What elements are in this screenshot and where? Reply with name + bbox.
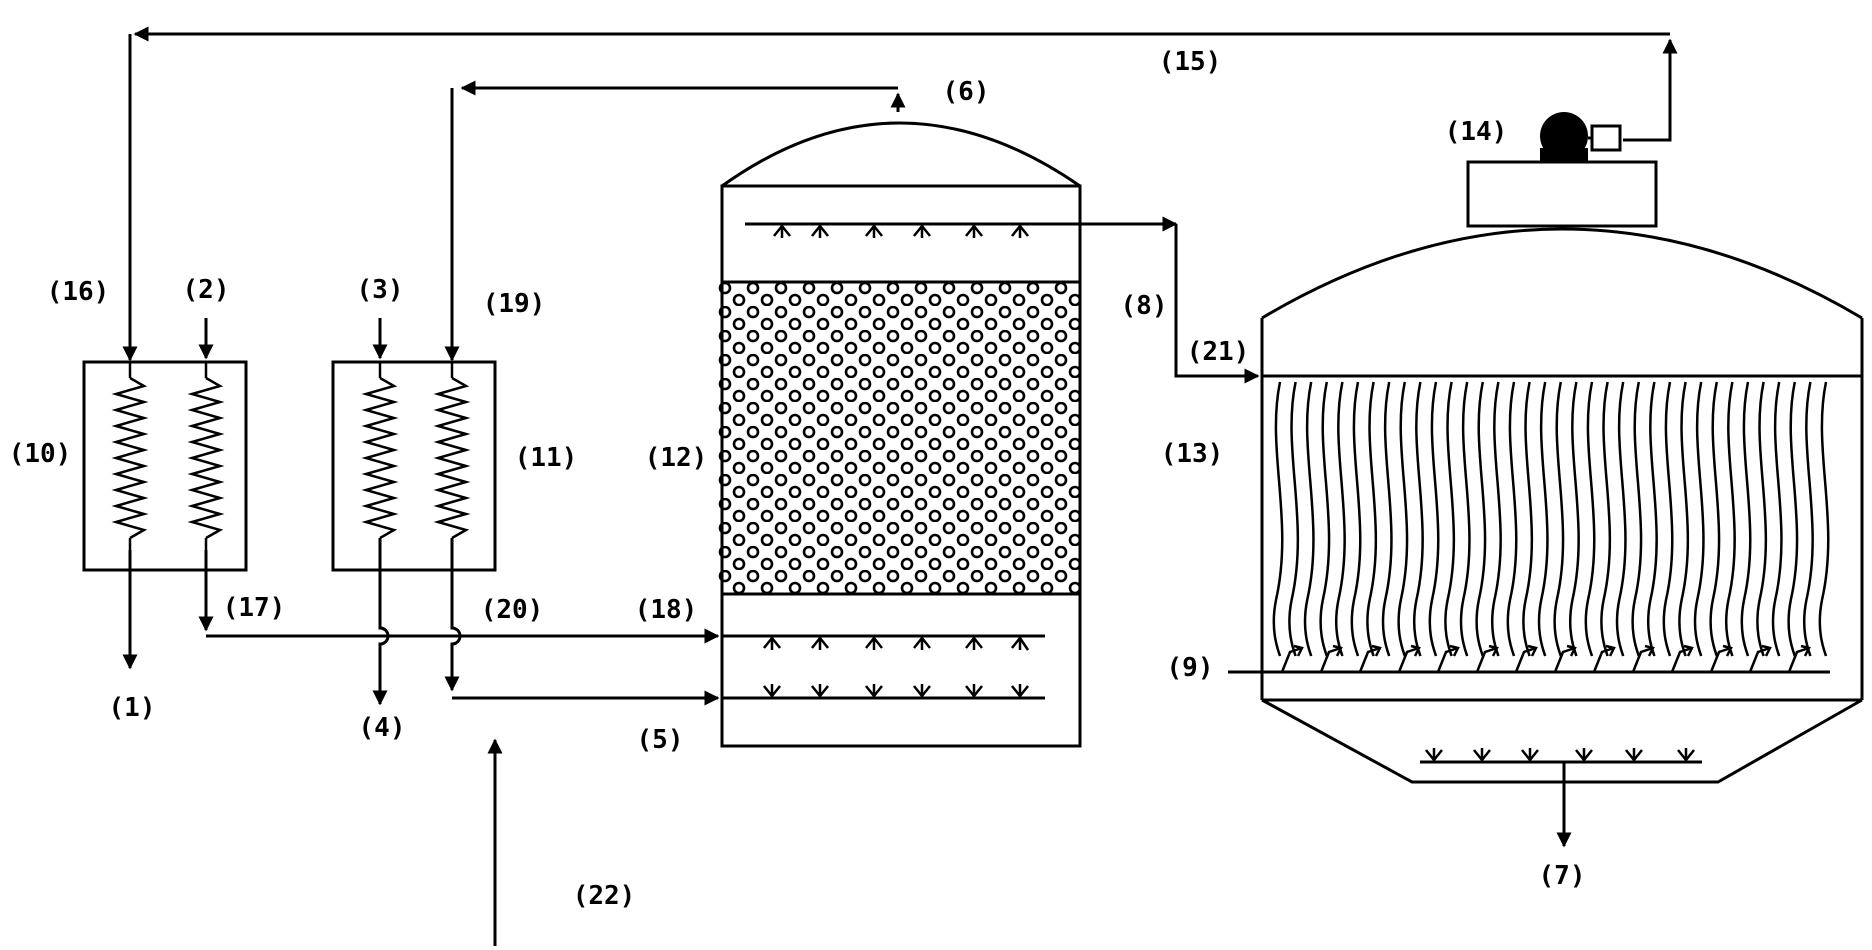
fiber-strand [1444, 381, 1456, 657]
label-21: (21) [1187, 337, 1250, 367]
label-9: (9) [1167, 653, 1214, 683]
spray-nozzle-icon [763, 635, 1030, 651]
fiber-strand [1553, 381, 1565, 657]
label-6: (6) [943, 77, 990, 107]
label-1: (1) [109, 693, 156, 723]
fiber-strand [1334, 381, 1346, 657]
aerator-nozzle-icon [1709, 644, 1733, 673]
label-8: (8) [1121, 291, 1168, 321]
fiber-strand [1288, 381, 1300, 657]
fiber-strand [1600, 381, 1612, 657]
aerator-nozzle-icon [1358, 644, 1382, 673]
label-2: (2) [183, 275, 230, 305]
aerator-nozzle-icon [1787, 644, 1811, 673]
blower-motor-icon [1540, 112, 1622, 162]
ring-packing-icon [718, 282, 1080, 594]
fiber-strand [1740, 381, 1752, 657]
aerator-nozzle-icon [1631, 644, 1655, 673]
aerator-nozzle-icon [1670, 644, 1694, 673]
fiber-strand [1709, 381, 1721, 657]
fiber-strand [1366, 381, 1378, 657]
aerator-nozzle-icon [1280, 644, 1304, 673]
fiber-strand [1787, 381, 1799, 657]
label-13: (13) [1161, 439, 1224, 469]
fiber-strand [1459, 381, 1471, 657]
aerator-nozzle-icon [1319, 644, 1343, 673]
fiber-strand [1756, 381, 1768, 657]
fiber-strand [1584, 381, 1596, 657]
fiber-strand [1506, 381, 1518, 657]
label-3: (3) [357, 275, 404, 305]
fiber-strand [1272, 381, 1284, 657]
recycle-line-15 [122, 26, 1678, 362]
label-20: (20) [481, 595, 544, 625]
spray-nozzle-icon [773, 223, 1029, 238]
fiber-strand [1693, 381, 1705, 657]
fiber-strand [1381, 381, 1393, 657]
zigzag-coil-icon [433, 376, 471, 540]
label-4: (4) [359, 713, 406, 743]
heat-exchanger-11 [331, 360, 497, 572]
aerator-nozzle-icon [1475, 644, 1499, 673]
fiber-strand [1802, 381, 1814, 657]
label-5: (5) [637, 725, 684, 755]
fiber-strand [1631, 381, 1643, 657]
fiber-strand [1397, 381, 1409, 657]
aerator-nozzle-icon [1397, 644, 1421, 673]
label-16: (16) [47, 277, 110, 307]
label-15: (15) [1159, 47, 1222, 77]
label-14: (14) [1445, 117, 1508, 147]
aerator-nozzle-icon [1553, 644, 1577, 673]
label-11: (11) [515, 443, 578, 473]
overhead-line-19 [444, 80, 906, 362]
aerator-nozzle-icon [1748, 644, 1772, 673]
zigzag-coil-icon [187, 376, 225, 540]
label-10: (10) [9, 439, 72, 469]
aerator-nozzle-icon [1592, 644, 1616, 673]
fiber-strand [1771, 381, 1783, 657]
spray-nozzle-icon [1425, 748, 1695, 763]
aerator-nozzle-icon [1514, 644, 1538, 673]
fiber-strand [1724, 381, 1736, 657]
fiber-strand [1412, 381, 1424, 657]
label-17: (17) [223, 593, 286, 623]
label-7: (7) [1539, 861, 1586, 891]
fiber-strand [1350, 381, 1362, 657]
fiber-strand [1615, 381, 1627, 657]
aerator-nozzle-row [1280, 644, 1811, 673]
fiber-vessel-13 [1228, 160, 1864, 848]
fiber-strand [1522, 381, 1534, 657]
label-12: (12) [645, 443, 708, 473]
fiber-strand [1646, 381, 1658, 657]
fiber-strand [1490, 381, 1502, 657]
fiber-strand [1428, 381, 1440, 657]
fiber-strand [1475, 381, 1487, 657]
zigzag-coil-icon [361, 376, 399, 540]
fiber-strand [1303, 381, 1315, 657]
spray-nozzle-icon [763, 684, 1029, 699]
heat-exchanger-10 [82, 360, 248, 572]
fiber-strand [1662, 381, 1674, 657]
fiber-strand [1818, 381, 1830, 657]
label-22: (22) [573, 881, 636, 911]
label-18: (18) [635, 595, 698, 625]
zigzag-coil-icon [111, 376, 149, 540]
fiber-strand [1568, 381, 1580, 657]
fiber-strand [1537, 381, 1549, 657]
wavy-fiber-bundle-icon [1272, 381, 1830, 657]
aerator-nozzle-icon [1436, 644, 1460, 673]
fiber-strand [1319, 381, 1331, 657]
packed-column-12 [718, 121, 1082, 748]
label-19: (19) [483, 289, 546, 319]
fiber-strand [1678, 381, 1690, 657]
